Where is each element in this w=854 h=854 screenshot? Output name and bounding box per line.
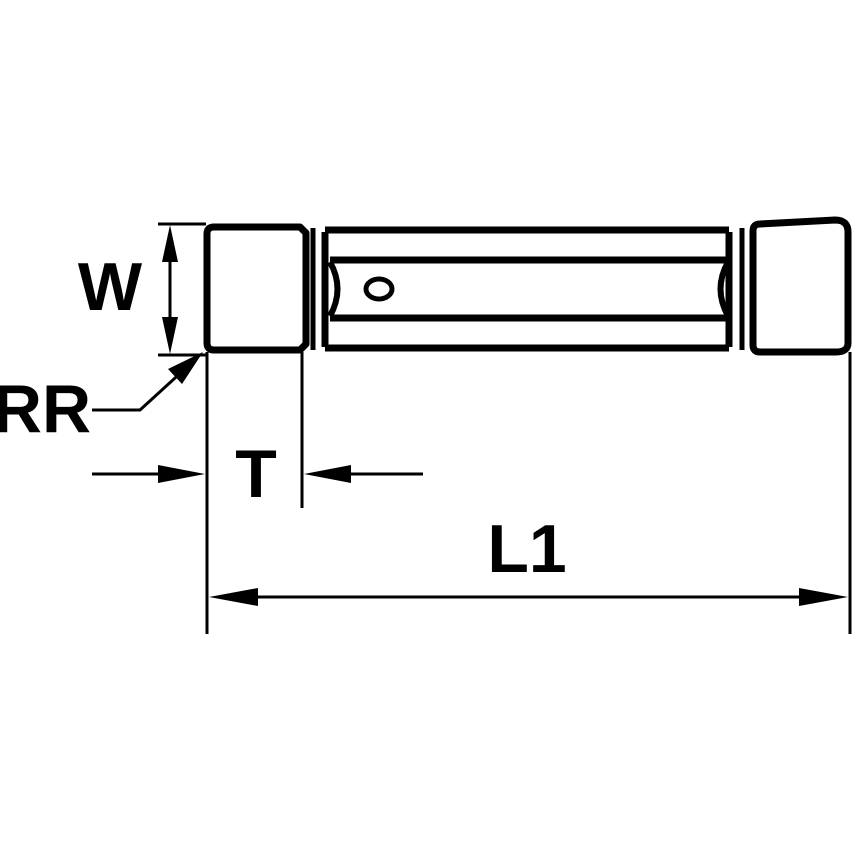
rr-leader-arrow xyxy=(168,352,203,384)
t-left-arrowhead xyxy=(158,465,205,483)
l1-arrow-left xyxy=(209,588,258,606)
channel-left-curve xyxy=(327,260,341,318)
rr-leader-line xyxy=(92,366,188,412)
extension-lines xyxy=(205,352,852,634)
insert-left-end xyxy=(203,223,310,354)
insert-right-end xyxy=(749,216,852,356)
corner-radius-label: RR xyxy=(0,371,91,447)
l1-arrow-right xyxy=(799,588,848,606)
width-arrow-down xyxy=(162,317,178,354)
width-dimension xyxy=(158,222,206,357)
length-label: L1 xyxy=(487,511,566,587)
width-arrow-up xyxy=(162,225,178,262)
insert-outline xyxy=(203,216,852,356)
insert-hole xyxy=(363,276,395,302)
channel-right-curve xyxy=(717,260,731,318)
thickness-label: T xyxy=(235,436,277,512)
thickness-dimension xyxy=(92,465,423,483)
length-dimension xyxy=(209,588,848,606)
width-label: W xyxy=(78,249,143,325)
t-right-arrowhead xyxy=(304,465,351,483)
corner-radius-leader xyxy=(92,352,203,412)
